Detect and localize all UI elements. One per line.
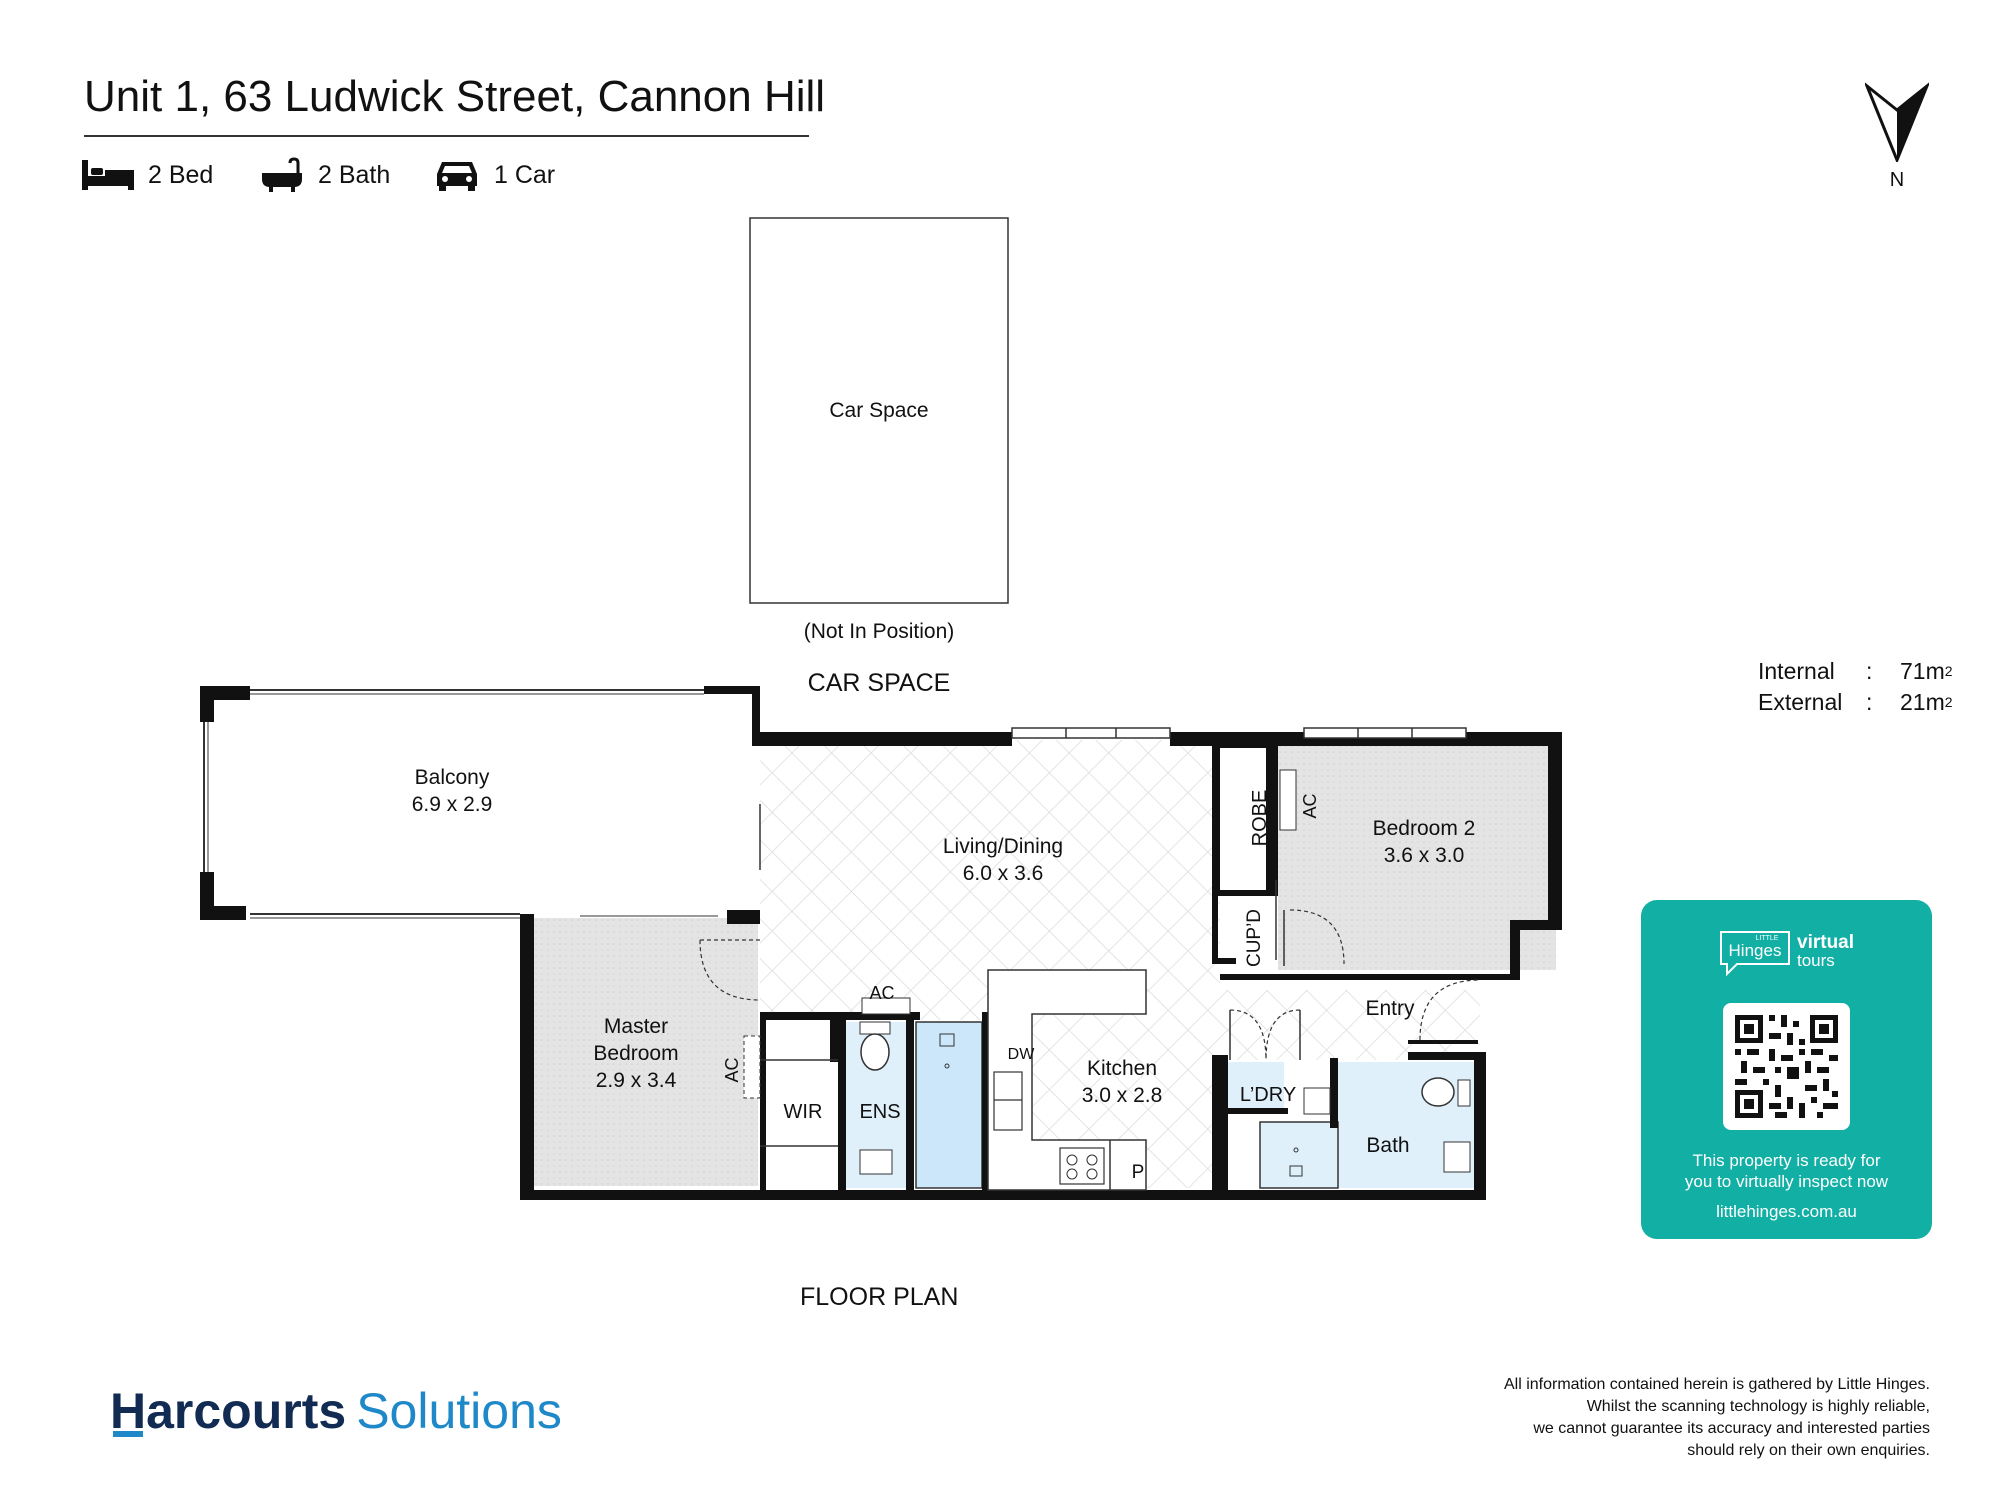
bath-icon <box>262 157 302 192</box>
disclaimer: All information contained herein is gath… <box>1380 1374 1930 1462</box>
internal-area-unit: 2 <box>1944 663 1953 679</box>
bed-icon <box>82 160 134 190</box>
title-divider <box>84 135 809 137</box>
kitchen-name: Kitchen <box>1087 1057 1157 1080</box>
wir-name: WIR <box>784 1101 823 1123</box>
floor-plan-label: FLOOR PLAN <box>800 1283 959 1311</box>
north-indicator: N <box>1863 81 1931 192</box>
bedroom2-name: Bedroom 2 <box>1373 817 1476 840</box>
ens-name: ENS <box>859 1101 900 1123</box>
ac-unit-hall <box>861 997 911 1015</box>
ac-unit-master <box>743 1035 761 1099</box>
bath-toilet-icon <box>1421 1077 1455 1107</box>
car-feature: 1 Car <box>434 155 555 195</box>
logo-accent-bar <box>113 1431 143 1437</box>
door-swings <box>699 909 1481 1061</box>
ensuite-shower <box>915 1021 983 1189</box>
outer-walls <box>520 732 1562 1200</box>
ac-master-label: AC <box>722 1057 742 1082</box>
pantry-label: P <box>1132 1162 1145 1183</box>
disclaimer-line3: we cannot guarantee its accuracy and int… <box>1533 1420 1930 1437</box>
external-area-value: 21m <box>1900 689 1945 715</box>
north-label: N <box>1889 169 1905 191</box>
cooktop-icon <box>1059 1147 1105 1185</box>
virtual-tour-line2: you to virtually inspect now <box>1684 1172 1889 1191</box>
external-area-label: External <box>1758 689 1843 715</box>
car-space-box <box>749 217 1009 604</box>
car-count: 1 Car <box>494 160 556 189</box>
robe-name: ROBE <box>1249 790 1271 847</box>
ac-bedroom2-label: AC <box>1300 793 1320 818</box>
internal-area-label: Internal <box>1758 658 1835 684</box>
ensuite-shower-head-icon <box>939 1033 955 1069</box>
qr-code[interactable] <box>1723 1003 1850 1130</box>
brand-virtual: virtual <box>1797 932 1854 953</box>
entry-floor <box>1220 990 1480 1060</box>
bed-feature: 2 Bed <box>82 155 213 195</box>
ensuite-toilet-icon <box>860 1033 890 1071</box>
disclaimer-line4: should rely on their own enquiries. <box>1687 1442 1930 1459</box>
bedroom2-size: 3.6 x 3.0 <box>1384 844 1465 867</box>
kitchen-size: 3.0 x 2.8 <box>1082 1084 1163 1107</box>
qr-code-icon <box>1735 1015 1838 1118</box>
internal-area-value: 71m <box>1900 658 1945 684</box>
external-area-unit: 2 <box>1944 694 1953 710</box>
living-name: Living/Dining <box>943 835 1063 858</box>
disclaimer-line2: Whilst the scanning technology is highly… <box>1586 1398 1930 1415</box>
logo-brand-bold: Harcourts <box>110 1383 347 1439</box>
disclaimer-line1: All information contained herein is gath… <box>1503 1376 1930 1393</box>
ensuite-cistern <box>859 1021 891 1035</box>
brand-small: LITTLE <box>1756 935 1779 942</box>
bath-basin-icon <box>1443 1141 1471 1173</box>
laundry-floor <box>1228 1062 1284 1112</box>
ac-unit-bedroom2 <box>1279 769 1297 831</box>
virtual-tour-line1: This property is ready for <box>1692 1151 1881 1170</box>
little-hinges-logo: LITTLE Hinges virtual tours <box>1720 931 1854 977</box>
master-name-1: Master <box>604 1015 668 1038</box>
cupd-name: CUP’D <box>1244 909 1265 967</box>
external-area-separator: : <box>1866 689 1873 715</box>
living-size: 6.0 x 3.6 <box>963 862 1044 885</box>
car-space-note: (Not In Position) <box>804 620 955 643</box>
brand-name: Hinges <box>1729 941 1782 960</box>
brand-tours: tours <box>1797 951 1835 970</box>
laundry-tub-icon <box>1303 1087 1331 1115</box>
virtual-tour-url[interactable]: littlehinges.com.au <box>1716 1202 1857 1221</box>
windows <box>759 727 1467 870</box>
master-name-2: Bedroom <box>593 1042 678 1065</box>
car-space-heading: CAR SPACE <box>808 669 951 697</box>
ensuite-basin-icon <box>859 1149 893 1175</box>
balcony-floor <box>204 690 756 916</box>
bath-shower <box>1259 1121 1339 1189</box>
bed-count: 2 Bed <box>148 160 214 189</box>
car-space-label: Car Space <box>829 399 928 422</box>
virtual-tour-card[interactable]: LITTLE Hinges virtual tours <box>1641 900 1932 1239</box>
property-title: Unit 1, 63 Ludwick Street, Cannon Hill <box>84 72 826 121</box>
dishwasher-label: DW <box>1008 1046 1036 1063</box>
bath-shower-head-icon <box>1289 1147 1303 1177</box>
laundry-name: L’DRY <box>1240 1084 1296 1106</box>
balcony-name: Balcony <box>415 766 490 789</box>
kitchen-bench <box>987 969 1147 1191</box>
ac-hall-label: AC <box>869 983 894 1003</box>
master-size: 2.9 x 3.4 <box>596 1069 677 1092</box>
north-arrow-icon <box>1863 81 1931 164</box>
internal-area-separator: : <box>1866 658 1873 684</box>
bath-name: Bath <box>1366 1134 1409 1157</box>
bath-count: 2 Bath <box>318 160 391 189</box>
master-bedroom-floor <box>530 918 758 1186</box>
logo-brand-light: Solutions <box>356 1383 562 1439</box>
entry-name: Entry <box>1365 997 1415 1020</box>
balcony-size: 6.9 x 2.9 <box>412 793 493 816</box>
kitchen-sink-icon <box>993 1071 1023 1131</box>
car-icon <box>437 162 477 191</box>
bath-feature: 2 Bath <box>260 155 390 195</box>
